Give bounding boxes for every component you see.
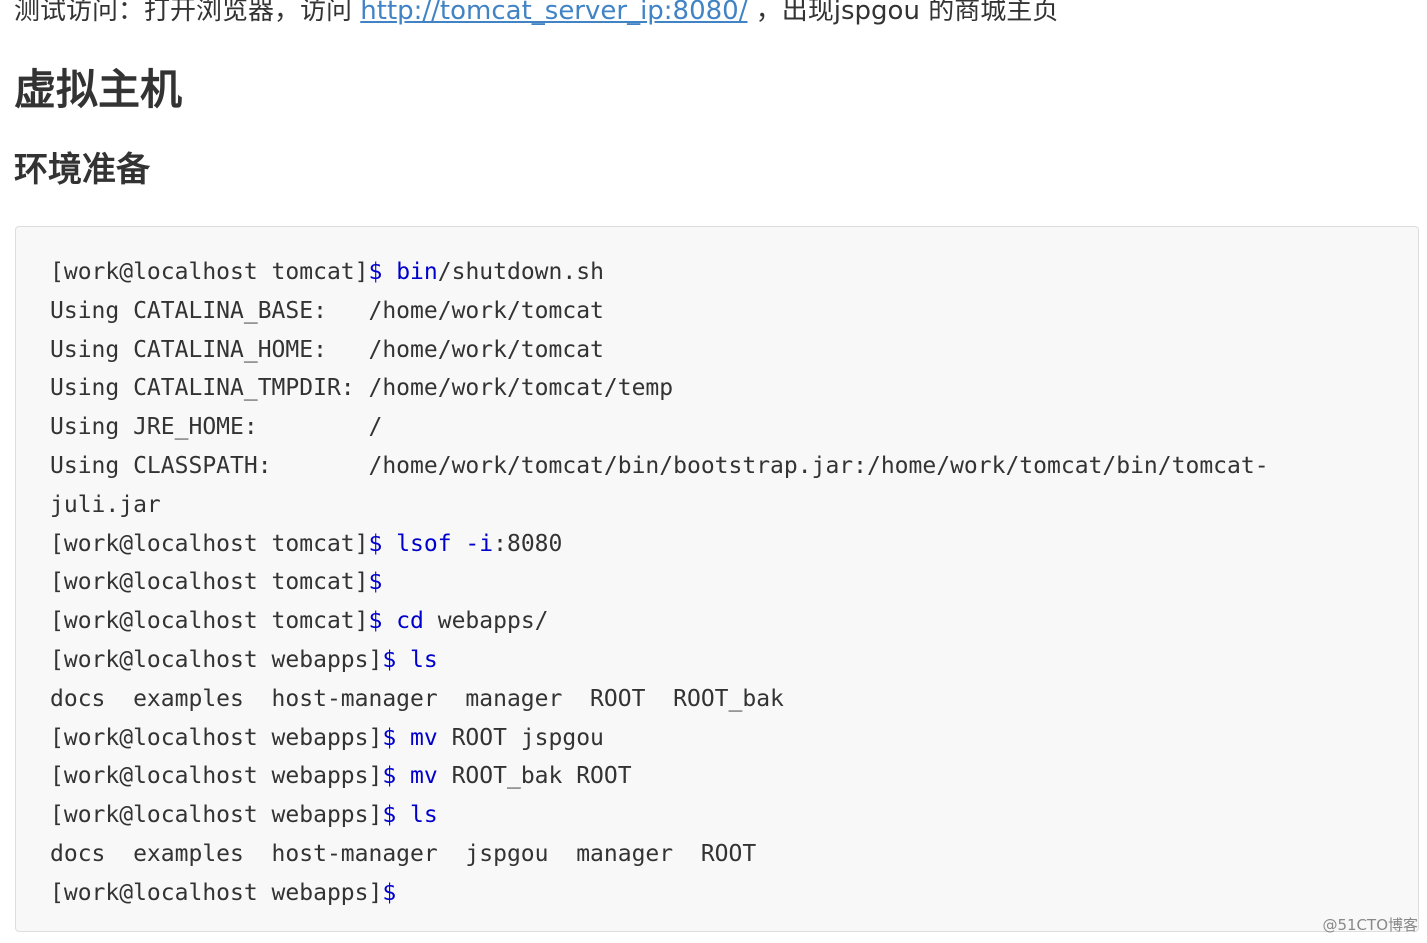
code-command: $ [368, 569, 383, 596]
code-text: ROOT_bak ROOT [437, 763, 632, 790]
heading-environment-prep: 环境准备 [14, 150, 150, 190]
code-text: Using CATALINA_HOME: /home/work/tomcat [50, 336, 604, 363]
code-command: $ [382, 879, 397, 906]
code-text: Using CLASSPATH: /home/work/tomcat/bin/b… [50, 452, 1269, 479]
intro-paragraph: 测试访问：打开浏览器，访问 http://tomcat_server_ip:80… [14, 0, 1058, 28]
intro-text-after: ，出现jspgou 的商城主页 [747, 0, 1059, 26]
code-lines: [work@localhost tomcat]$ bin/shutdown.sh… [50, 253, 1395, 913]
code-line: [work@localhost webapps]$ [50, 874, 1395, 913]
code-text: [work@localhost webapps] [50, 646, 383, 673]
code-line: Using CATALINA_TMPDIR: /home/work/tomcat… [50, 369, 1395, 408]
code-text: [work@localhost tomcat] [50, 259, 369, 285]
code-text: [work@localhost webapps] [50, 879, 383, 906]
heading-virtual-host: 虚拟主机 [14, 65, 183, 114]
code-line: [work@localhost tomcat]$ cd webapps/ [50, 602, 1395, 641]
code-text: :8080 [493, 530, 563, 557]
code-text: [work@localhost webapps] [50, 724, 383, 751]
code-text: [work@localhost tomcat] [50, 569, 369, 596]
code-line: docs examples host-manager manager ROOT … [50, 680, 1395, 719]
code-line: juli.jar [50, 486, 1395, 525]
code-text: docs examples host-manager jspgou manage… [50, 840, 757, 867]
code-line: [work@localhost webapps]$ ls [50, 641, 1395, 680]
code-text: [work@localhost webapps] [50, 802, 383, 829]
code-command: $ mv [382, 763, 438, 790]
code-line: [work@localhost tomcat]$ lsof -i:8080 [50, 525, 1395, 564]
code-text: juli.jar [50, 491, 161, 518]
code-command: $ bin [368, 259, 438, 285]
code-line: Using CATALINA_BASE: /home/work/tomcat [50, 292, 1395, 331]
intro-text-before: 测试访问：打开浏览器，访问 [14, 0, 361, 26]
code-line: [work@localhost tomcat]$ [50, 563, 1395, 602]
code-line: [work@localhost webapps]$ ls [50, 796, 1395, 835]
code-text: docs examples host-manager manager ROOT … [50, 685, 784, 712]
code-command: $ mv [382, 724, 438, 751]
code-line: [work@localhost webapps]$ mv ROOT_bak RO… [50, 757, 1395, 796]
code-line: [work@localhost tomcat]$ bin/shutdown.sh [50, 253, 1395, 292]
code-text: [work@localhost tomcat] [50, 530, 369, 557]
code-line: [work@localhost webapps]$ mv ROOT jspgou [50, 719, 1395, 758]
code-command: $ ls [382, 802, 438, 829]
code-line: Using CLASSPATH: /home/work/tomcat/bin/b… [50, 447, 1395, 486]
code-block: [work@localhost tomcat]$ bin/shutdown.sh… [15, 226, 1419, 932]
code-text: Using JRE_HOME: / [50, 414, 383, 441]
watermark: @51CTO博客 [1322, 916, 1418, 934]
code-command: $ cd [368, 608, 424, 635]
code-text: Using CATALINA_BASE: /home/work/tomcat [50, 297, 604, 324]
code-line: docs examples host-manager jspgou manage… [50, 835, 1395, 874]
code-text: [work@localhost webapps] [50, 763, 383, 790]
code-text: Using CATALINA_TMPDIR: /home/work/tomcat… [50, 375, 674, 402]
code-text: /shutdown.sh [437, 259, 604, 285]
code-text: ROOT jspgou [437, 724, 604, 751]
code-command: $ ls [382, 646, 438, 673]
code-line: Using CATALINA_HOME: /home/work/tomcat [50, 331, 1395, 370]
code-text: [work@localhost tomcat] [50, 608, 369, 635]
tomcat-url-link[interactable]: http://tomcat_server_ip:8080/ [360, 0, 748, 26]
code-command: $ lsof -i [368, 530, 494, 557]
code-text: webapps/ [423, 608, 549, 635]
code-line: Using JRE_HOME: / [50, 408, 1395, 447]
